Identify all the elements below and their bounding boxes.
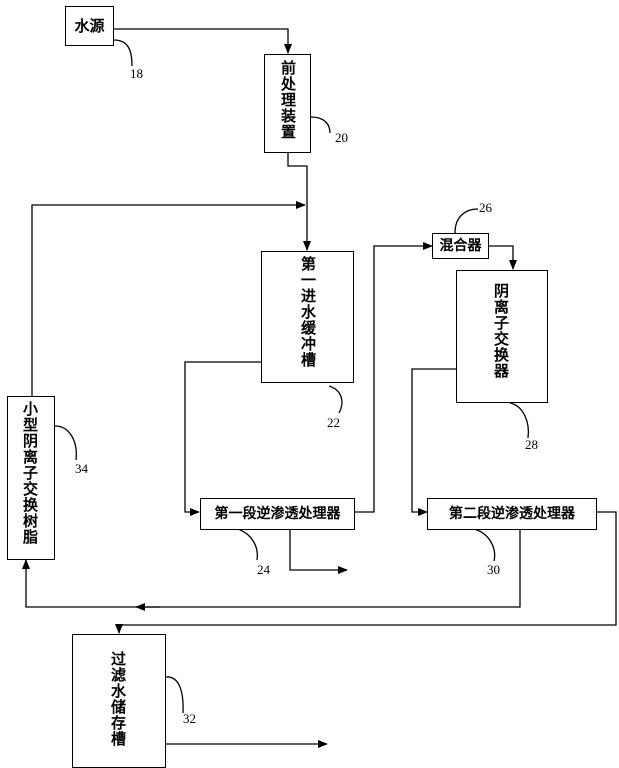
- water-source-label: 水源: [74, 17, 105, 35]
- flow-buffer-to-ro1: [184, 361, 262, 516]
- filtered-storage-label: 过滤水储存槽: [109, 651, 127, 747]
- flow-pretreatment-to-buffer: [287, 152, 311, 251]
- filtered-storage-box: 过滤水储存槽: [72, 634, 166, 768]
- pretreatment-box: 前处理装置: [264, 54, 311, 153]
- small-cation-resin-box: 小型阴离子交换树脂: [7, 396, 55, 560]
- small-cation-resin-label: 小型阴离子交换树脂: [21, 401, 39, 545]
- flow-exchanger-to-ro2: [411, 368, 458, 516]
- ref-24: 24: [257, 562, 270, 577]
- ro-stage2-label: 第二段逆渗透处理器: [449, 506, 575, 522]
- mixer-label: 混合器: [439, 238, 482, 254]
- leader-18: [113, 39, 133, 67]
- pretreatment-label: 前处理装置: [279, 60, 297, 140]
- flow-ro1-to-mixer: [354, 242, 433, 513]
- leader-30: [473, 528, 496, 562]
- cation-exchanger-box: 阴离子交换器: [456, 270, 548, 403]
- ro-stage1-box: 第一段逆渗透处理器: [200, 498, 355, 530]
- leader-22: [328, 385, 343, 414]
- flow-ro2-to-storage: [115, 511, 617, 634]
- ref-18: 18: [130, 66, 143, 81]
- water-source-box: 水源: [65, 6, 114, 46]
- ro-stage2-box: 第二段逆渗透处理器: [427, 498, 597, 530]
- flow-mixer-to-exchanger: [488, 245, 517, 270]
- cation-exchanger-label: 阴离子交换器: [492, 283, 510, 379]
- ref-20: 20: [335, 130, 348, 145]
- ref-26: 26: [479, 200, 492, 215]
- ref-28: 28: [525, 437, 538, 452]
- flow-resin-to-buffer: [31, 201, 306, 396]
- ref-22: 22: [327, 415, 340, 430]
- leader-32: [165, 676, 184, 714]
- ref-34: 34: [75, 461, 88, 476]
- flow-ro2-to-resin: [22, 529, 521, 608]
- ro-stage1-label: 第一段逆渗透处理器: [214, 506, 341, 522]
- mixer-box: 混合器: [432, 233, 489, 259]
- leader-34: [54, 425, 77, 461]
- ref-30: 30: [487, 562, 500, 577]
- leader-26: [454, 208, 479, 234]
- buffer-tank-label: 第一进水缓冲槽: [299, 256, 317, 368]
- flow-ro1-waste: [289, 529, 348, 574]
- flow-source-to-pretreatment: [114, 28, 292, 54]
- leader-24: [237, 528, 258, 561]
- ref-32: 32: [183, 711, 196, 726]
- buffer-tank-box: 第一进水缓冲槽: [261, 251, 354, 383]
- leader-20: [310, 116, 331, 134]
- leader-28: [509, 402, 530, 439]
